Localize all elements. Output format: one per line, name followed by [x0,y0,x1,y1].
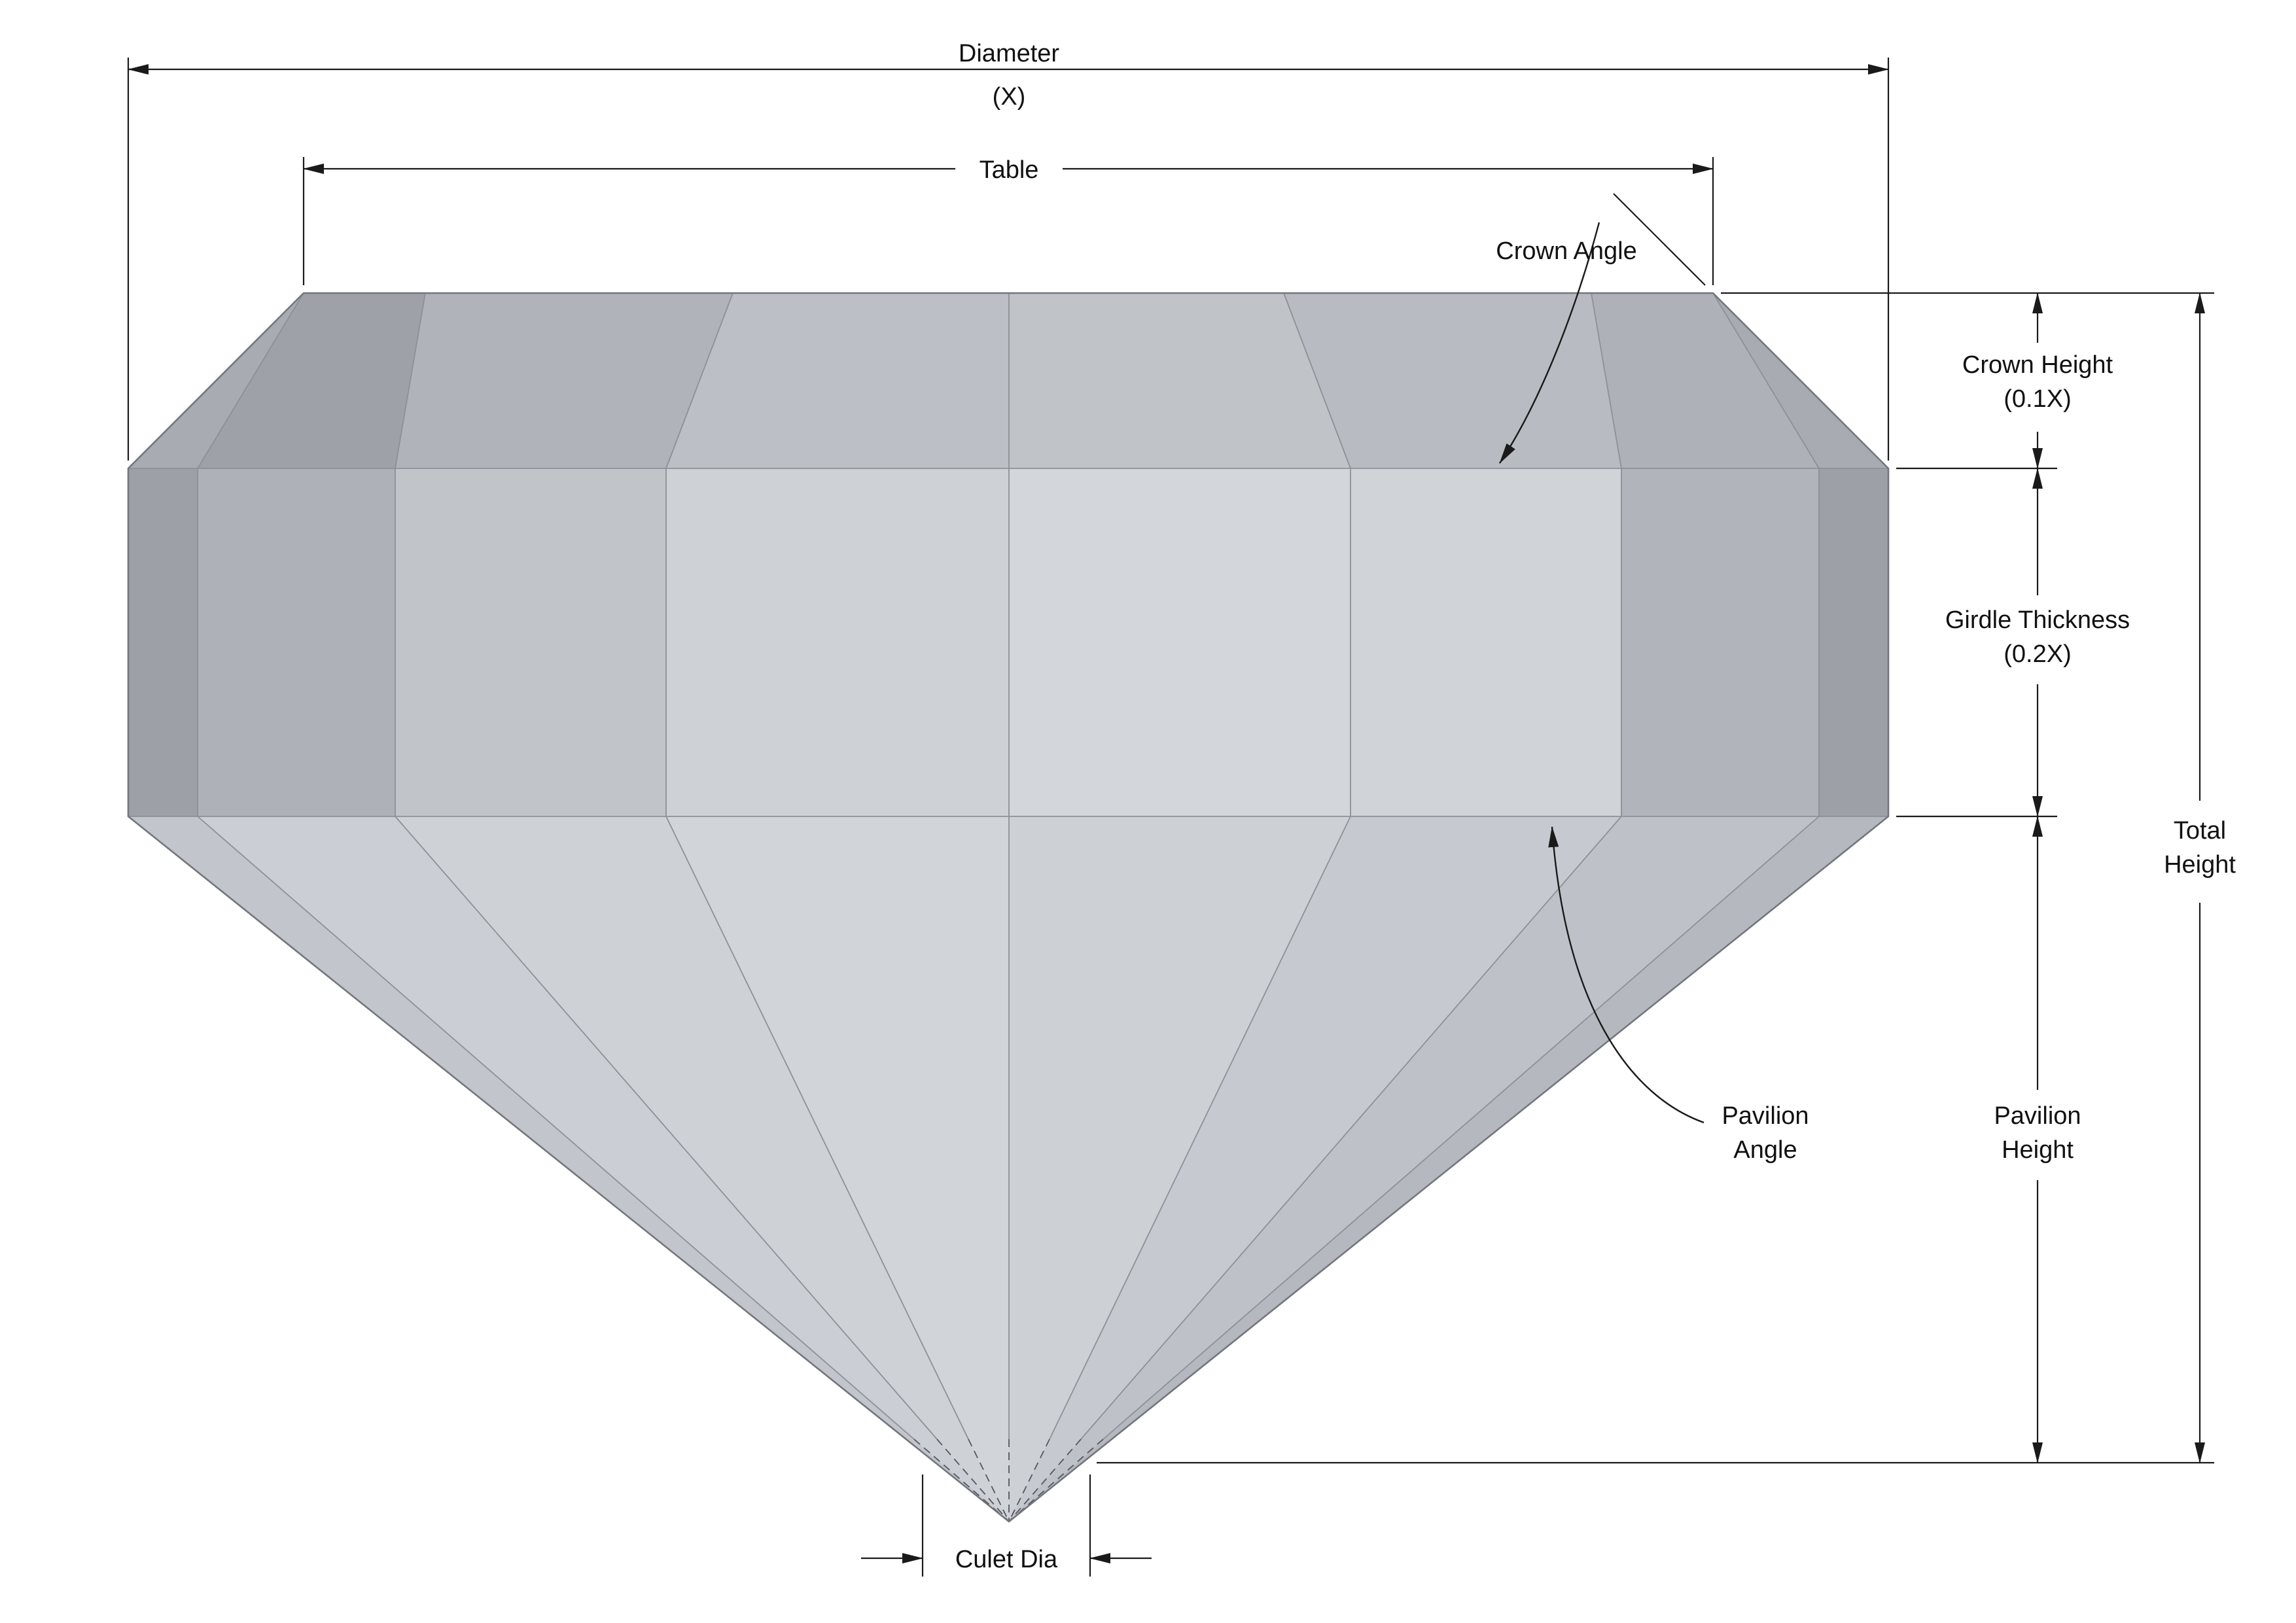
pavilion-facets [128,816,1888,1522]
crown-facet [395,293,733,468]
crown-facet [666,293,1009,468]
diameter-dimension: Diameter (X) [127,40,1890,461]
total-height-label-line1: Total [2174,817,2226,845]
girdle-facet [1351,468,1621,816]
facet-edge-line [665,816,969,1440]
hidden-edge-line [1008,1439,1104,1522]
girdle-facet [1621,468,1819,816]
facet-edge-line [665,292,733,469]
crown-facet [198,293,425,468]
culet-dia-label: Culet Dia [955,1546,1058,1573]
facet-edge-line [1591,292,1622,469]
girdle-facet [128,468,198,816]
facet-edge-line [1103,816,1820,1440]
total-height-dimension: Total Height [2164,292,2236,1463]
girdle-facet [666,468,1009,816]
facet-edge-line [1080,816,1622,1440]
facet-edge-line [1049,816,1351,1440]
hidden-edge-line [1008,1439,1050,1522]
crown-height-sub-label: (0.1X) [2004,385,2071,413]
facet-edge-line [197,292,304,469]
pavilion-height-dimension: Pavilion Height [1994,816,2081,1463]
facet-edge-lines [128,292,1888,1440]
hidden-edge-line [968,1439,1010,1522]
girdle-facet [395,468,666,816]
girdle-facet [1819,468,1888,816]
crown-facets [128,293,1888,468]
crown-facet [1284,293,1621,468]
girdle-thickness-sub-label: (0.2X) [2004,640,2071,668]
crown-angle-dimension: Crown Angle [1496,193,1706,464]
girdle-facets [128,468,1888,816]
pavilion-angle-label-line1: Pavilion [1722,1102,1809,1130]
total-height-label-line2: Height [2164,851,2236,879]
diamond-shape [127,292,1890,1523]
table-dimension: Table [302,156,1714,285]
facet-edge-line [395,292,426,469]
girdle-facet [198,468,395,816]
girdle-thickness-dimension: Girdle Thickness (0.2X) [1945,468,2130,817]
girdle-thickness-label: Girdle Thickness [1945,606,2130,634]
pavilion-height-label-line2: Height [2002,1136,2074,1164]
pavilion-height-label-line1: Pavilion [1994,1102,2081,1130]
diameter-sub-label: (X) [993,83,1026,111]
girdle-facet [1009,468,1351,816]
facet-edge-line [1712,292,1820,469]
facet-edge-line [197,816,915,1440]
facet-edge-line [395,816,938,1440]
culet-dimension: Culet Dia [861,1475,1152,1577]
crown-angle-label: Crown Angle [1496,237,1636,265]
crown-facet [1009,293,1351,468]
pavilion-angle-leader-arrow [1548,826,1704,1124]
dimension-annotations: Diameter (X) Table Crown Angle Crown Hei… [127,40,2236,1577]
pavilion-angle-label-line2: Angle [1733,1136,1797,1164]
facet-edge-line [1283,292,1351,469]
crown-height-label: Crown Height [1962,351,2113,379]
diamond-outline [127,292,1890,1523]
hidden-edge-line [1008,1439,1082,1522]
crown-facet [1591,293,1819,468]
crown-height-dimension: Crown Height (0.1X) [1962,292,2113,469]
hidden-edge-line [936,1439,1010,1522]
crown-angle-extension-line [1613,193,1706,286]
pavilion-angle-dimension: Pavilion Angle [1548,826,1809,1164]
diameter-label: Diameter [959,40,1059,67]
crown-angle-leader-arrow [1499,222,1600,464]
table-label: Table [980,156,1039,184]
